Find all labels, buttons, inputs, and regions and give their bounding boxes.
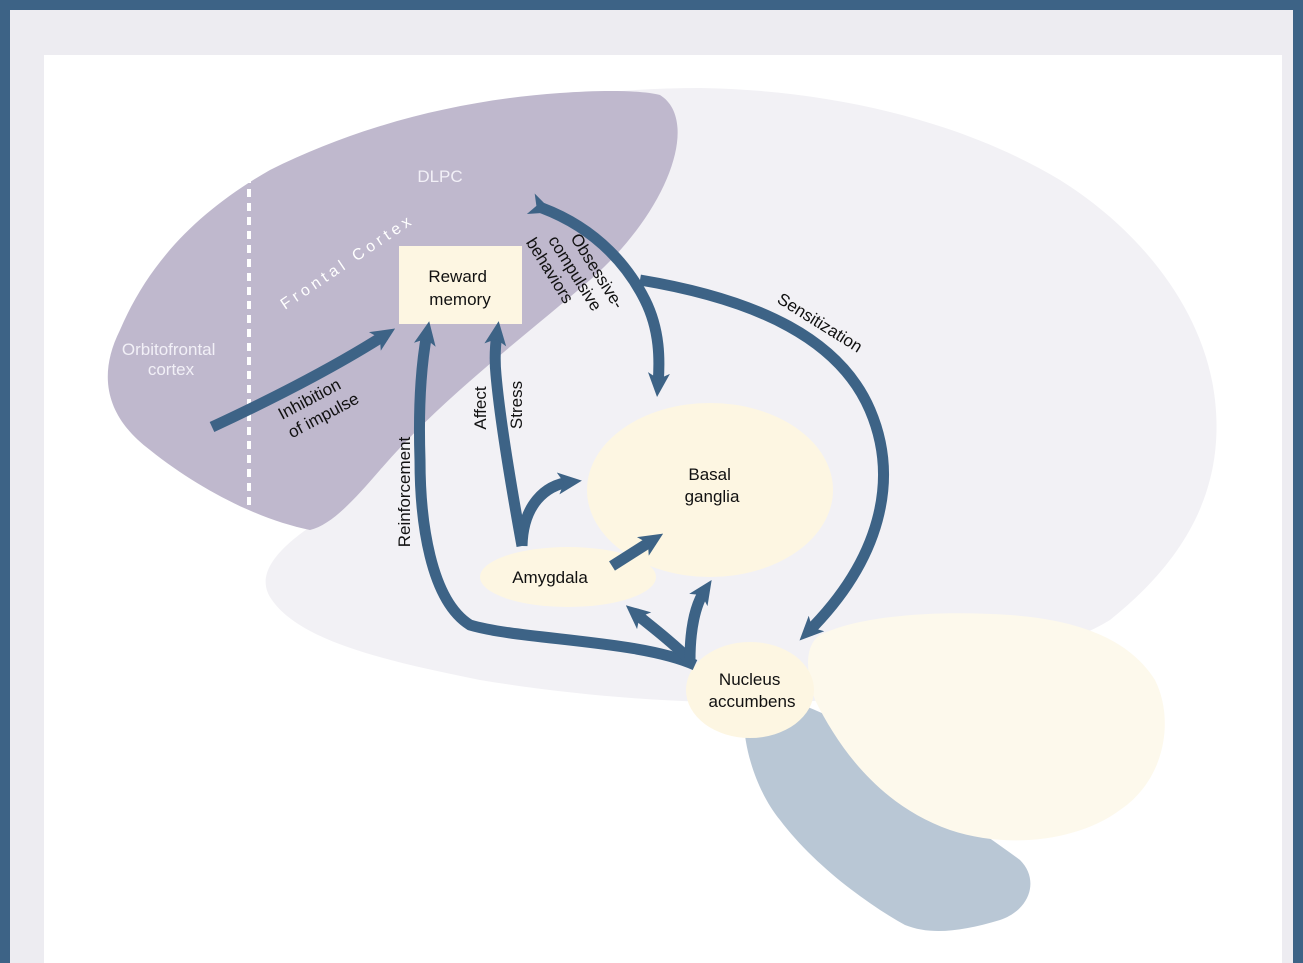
orbitofrontal-label: Orbitofrontal cortex [122, 340, 220, 379]
reward-memory-box [399, 246, 522, 324]
accumbens-to-amygdala-arrow [625, 605, 694, 664]
obsessive-compulsive-arrow [526, 193, 670, 397]
nucleus-accumbens-node [686, 642, 814, 738]
amygdala-label: Amygdala [512, 568, 588, 587]
inhibition-arrow [209, 328, 396, 432]
amygdala-to-basal-arrow-lower [609, 533, 664, 571]
basal-ganglia-label: Basal ganglia [685, 465, 740, 506]
amygdala-to-basal-arrow-upper [516, 472, 582, 547]
cerebellum-shape [808, 613, 1165, 841]
reinforcement-arrow [413, 321, 698, 671]
dlpc-label: DLPC [417, 167, 462, 186]
affect-label: Affect [471, 386, 490, 429]
basal-ganglia-node [587, 403, 833, 577]
stress-affect-arrow [484, 321, 528, 547]
sensitization-arrow [639, 274, 889, 641]
reinforcement-label: Reinforcement [395, 436, 414, 547]
nucleus-accumbens-label: Nucleus accumbens [709, 670, 796, 711]
accumbens-to-basal-arrow [684, 580, 712, 661]
pathway-arrows [209, 193, 889, 671]
reward-memory-label: Reward memory [428, 267, 491, 309]
brainstem-shape [743, 690, 1031, 932]
stress-label: Stress [507, 381, 526, 429]
